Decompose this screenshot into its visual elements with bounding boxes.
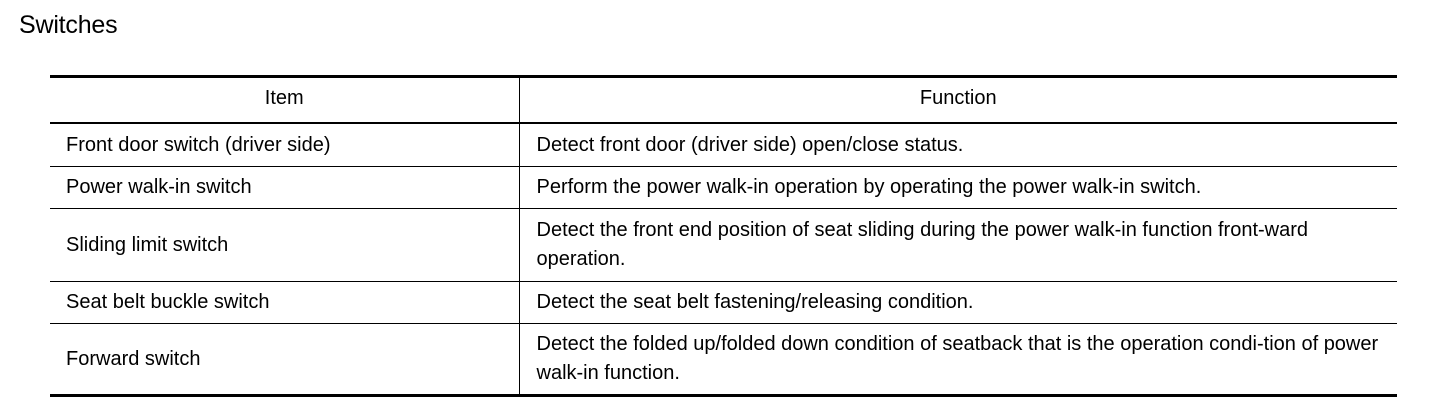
table-row: Forward switch Detect the folded up/fold… — [50, 323, 1397, 397]
item-text: Sliding limit switch — [66, 233, 229, 256]
table-row: Power walk-in switch Perform the power w… — [50, 166, 1397, 209]
function-cell: Perform the power walk-in operation by o… — [518, 166, 1397, 209]
function-text: Detect the folded up/folded down conditi… — [536, 333, 1379, 384]
header-row: Item Function — [50, 75, 1397, 124]
table-body: Front door switch (driver side) Detect f… — [50, 123, 1397, 397]
item-cell: Seat belt buckle switch — [50, 281, 519, 324]
header-item: Item — [50, 75, 519, 124]
function-cell: Detect the front end position of seat sl… — [518, 208, 1397, 282]
item-text: Seat belt buckle switch — [66, 291, 270, 313]
header-function: Function — [518, 75, 1397, 124]
table-row: Sliding limit switch Detect the front en… — [50, 208, 1397, 282]
function-cell: Detect the folded up/folded down conditi… — [518, 323, 1397, 397]
item-cell: Power walk-in switch — [50, 166, 519, 209]
item-cell: Sliding limit switch — [50, 208, 519, 282]
switches-table: Item Function Front door switch (driver … — [50, 75, 1397, 397]
item-text: Power walk-in switch — [66, 176, 252, 198]
item-cell: Front door switch (driver side) — [50, 123, 519, 167]
function-text: Detect front door (driver side) open/clo… — [536, 133, 964, 156]
item-text: Front door switch (driver side) — [66, 133, 331, 156]
table-row: Seat belt buckle switch Detect the seat … — [50, 281, 1397, 324]
function-text: Detect the seat belt fastening/releasing… — [536, 291, 974, 313]
section-title: Switches — [19, 11, 118, 39]
function-cell: Detect the seat belt fastening/releasing… — [518, 281, 1397, 324]
item-text: Forward switch — [66, 347, 201, 370]
table-row: Front door switch (driver side) Detect f… — [50, 123, 1397, 167]
function-text: Perform the power walk-in operation by o… — [536, 176, 1202, 198]
function-text: Detect the front end position of seat sl… — [536, 219, 1309, 270]
function-cell: Detect front door (driver side) open/clo… — [518, 123, 1397, 167]
table-header: Item Function — [50, 75, 1397, 124]
item-cell: Forward switch — [50, 323, 519, 397]
